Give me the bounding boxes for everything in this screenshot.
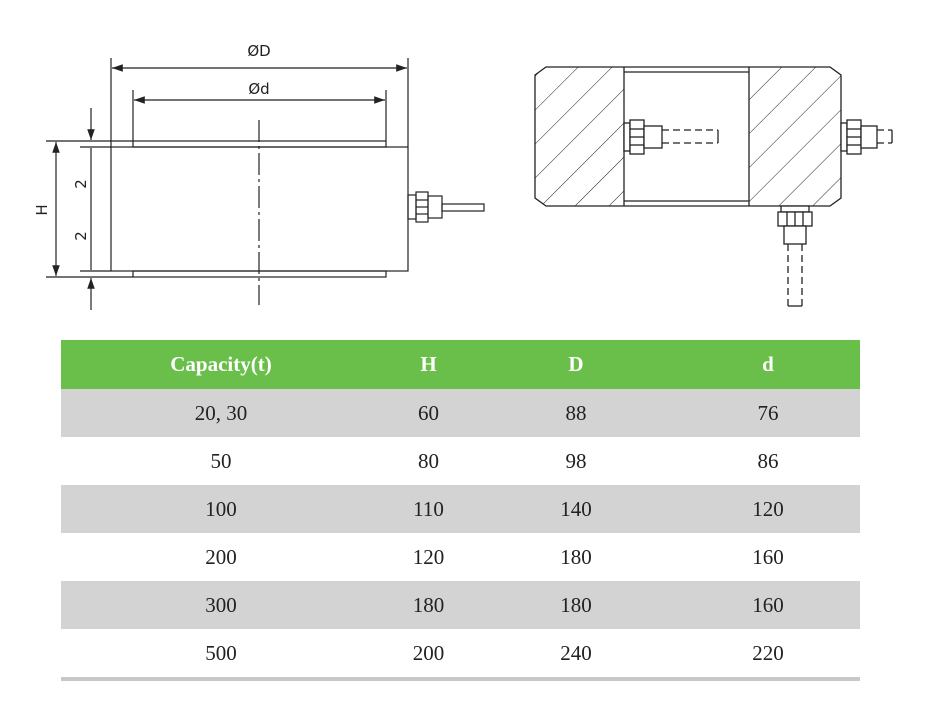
table-row: 100 110 140 120	[61, 485, 860, 533]
technical-drawing: ØD Ød H 2 2	[0, 0, 926, 330]
outer-diameter-label: ØD	[247, 42, 270, 60]
table-row: 500 200 240 220	[61, 629, 860, 681]
cell-d-inner: 76	[676, 389, 860, 437]
cell-capacity: 100	[61, 485, 381, 533]
cell-capacity: 500	[61, 629, 381, 681]
section-view-drawing	[534, 66, 893, 307]
cell-h: 110	[381, 485, 476, 533]
table-row: 200 120 180 160	[61, 533, 860, 581]
header-d-inner: d	[676, 340, 860, 389]
cell-h: 80	[418, 448, 439, 473]
cell-d-outer: 88	[476, 389, 676, 437]
cell-d-outer: 180	[476, 581, 676, 629]
table-header-row: Capacity(t) H D d	[61, 340, 860, 389]
cell-d-outer: 180	[560, 544, 592, 569]
cell-d-inner: 160	[752, 544, 784, 569]
cell-d-outer: 240	[476, 629, 676, 681]
cable-gland	[407, 194, 417, 220]
table-row: 50 80 98 86	[61, 437, 860, 485]
inner-diameter-label: Ød	[248, 80, 269, 98]
header-d-outer: D	[476, 340, 676, 389]
height-label: H	[33, 204, 51, 215]
inner-connector	[623, 119, 663, 155]
cell-capacity: 200	[205, 544, 237, 569]
step-bottom-label: 2	[72, 231, 90, 241]
cell-d-outer: 98	[565, 448, 587, 473]
cell-d-inner: 160	[676, 581, 860, 629]
header-h: H	[381, 340, 476, 389]
cell-h: 60	[381, 389, 476, 437]
cell-d-inner: 220	[676, 629, 860, 681]
cell-capacity: 20, 30	[61, 389, 381, 437]
side-connector	[840, 119, 878, 155]
table-row: 20, 30 60 88 76	[61, 389, 860, 437]
front-view-drawing: ØD Ød H 2 2	[33, 42, 485, 310]
cell-h: 120	[412, 544, 445, 569]
cell-d-inner: 86	[757, 448, 779, 473]
cell-h: 200	[381, 629, 476, 681]
table-row: 300 180 180 160	[61, 581, 860, 629]
cell-capacity: 300	[61, 581, 381, 629]
header-capacity: Capacity(t)	[61, 340, 381, 389]
section-outline	[534, 66, 842, 207]
specification-table: Capacity(t) H D d 20, 30 60 88 76 50 80 …	[61, 340, 860, 681]
left-wall-hatching	[535, 67, 624, 206]
step-top-label: 2	[72, 179, 90, 189]
bottom-connector	[777, 205, 813, 245]
cell-d-outer: 140	[476, 485, 676, 533]
cell-capacity: 50	[210, 448, 232, 473]
cable	[441, 203, 485, 212]
right-wall-hatching	[749, 67, 841, 206]
cell-h: 180	[381, 581, 476, 629]
cell-d-inner: 120	[676, 485, 860, 533]
